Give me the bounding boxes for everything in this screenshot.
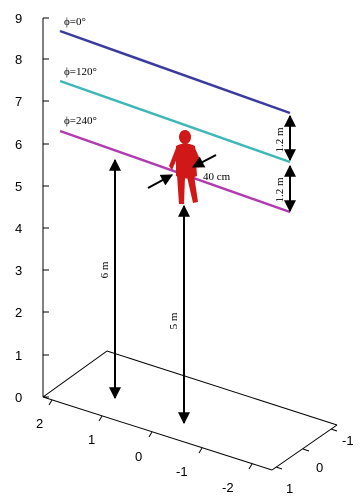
conductors: ϕ=0° ϕ=120° ϕ=240° <box>59 16 291 214</box>
z-tick-label: 5 <box>15 179 22 194</box>
conductor-phase-240 <box>59 129 291 214</box>
z-tick-label: 8 <box>15 52 22 67</box>
spacing-label-top: 1.2 m <box>274 127 286 153</box>
z-tick-label: 2 <box>15 305 22 320</box>
phase-label-120: ϕ=120° <box>64 66 97 78</box>
width-arrow-left <box>147 174 174 189</box>
left-arm <box>169 148 179 170</box>
torso <box>176 143 197 179</box>
floor-right-edge <box>271 424 338 471</box>
height-label-6m: 6 m <box>99 261 111 278</box>
head <box>179 130 191 144</box>
x-tick-label: -1 <box>176 464 188 479</box>
phase-label-240: ϕ=240° <box>64 115 97 127</box>
x-tick-label: 1 <box>88 432 95 447</box>
z-tick-label: 4 <box>15 221 22 236</box>
z-tick-label: 1 <box>15 348 22 363</box>
axes: 0 1 2 3 4 5 6 7 8 9 2 1 0 -1 -2 -1 0 1 <box>15 11 354 496</box>
z-tick-label: 7 <box>15 94 22 109</box>
y-tick-label: 0 <box>316 460 323 475</box>
x-tick-label: 0 <box>135 449 142 464</box>
height-label-5m: 5 m <box>168 312 180 329</box>
z-tick-label: 3 <box>15 263 22 278</box>
y-tick-label: -1 <box>342 433 354 448</box>
y-tick-label: 1 <box>286 481 293 496</box>
left-leg <box>177 175 185 204</box>
z-tick-label: 9 <box>15 11 22 26</box>
width-label: 40 cm <box>203 171 231 183</box>
spacing-label-bottom: 1.2 m <box>274 177 286 203</box>
phase-label-0: ϕ=0° <box>64 16 86 28</box>
human-body-model <box>169 130 202 204</box>
conductor-phase-120 <box>59 79 291 164</box>
conductor-phase-0 <box>59 29 291 115</box>
floor-back-edge <box>106 350 338 426</box>
floor-front-edge <box>42 396 273 471</box>
z-tick-label: 0 <box>15 390 22 405</box>
right-leg <box>187 175 198 203</box>
x-tick-label: -2 <box>222 480 234 495</box>
width-arrow-right <box>191 154 217 168</box>
dimension-arrows: 1.2 m 1.2 m 40 cm 6 m 5 m <box>99 114 296 425</box>
floor-left-edge <box>42 350 108 398</box>
z-tick-label: 6 <box>15 137 22 152</box>
x-tick-label: 2 <box>36 416 43 431</box>
